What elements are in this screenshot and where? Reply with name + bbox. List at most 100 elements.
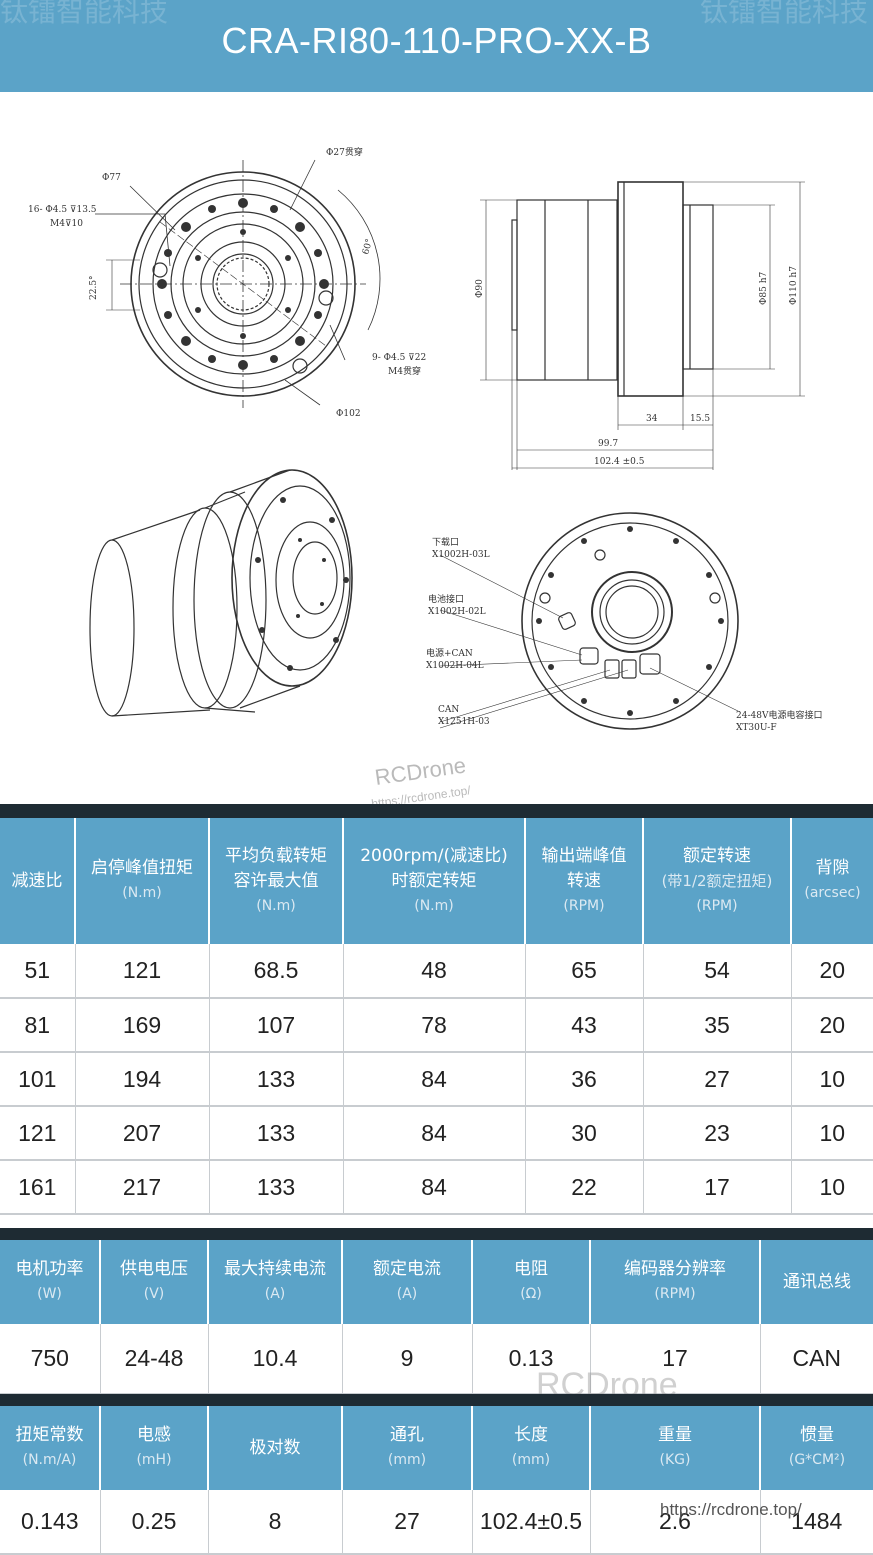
table3-header-row: 扭矩常数(N.m/A) 电感(mH) 极对数 通孔(mm) 长度(mm) 重量(… [0,1406,873,1490]
cell: 36 [525,1052,644,1107]
side-view [480,181,805,470]
label-holes16b: M4⊽10 [50,219,83,229]
label-holes9b: M4贯穿 [388,365,421,377]
t2-col-voltage: 供电电压(V) [100,1240,209,1324]
divider-2 [0,1228,873,1240]
spec-table-motor: 电机功率(W) 供电电压(V) 最大持续电流(A) 额定电流(A) 电阻(Ω) … [0,1240,873,1395]
cell: 35 [643,998,792,1053]
drawing-svg: Φ27贯穿 Φ77 16- Φ4.5 ⊽13.5 M4⊽10 22.5° 60°… [28,146,822,804]
label-dim155: 15.5 [690,414,710,424]
header-watermark-left: 钛镭智能科技 [0,0,169,28]
t1-col-peak-torque: 启停峰值扭矩(N.m) [75,818,210,944]
cell: 9 [342,1324,473,1395]
cell: 20 [791,998,873,1053]
cell: 84 [343,1160,526,1215]
cell: 48 [343,944,526,999]
t1-col-avg-torque: 平均负载转矩容许最大值(N.m) [209,818,344,944]
cell: 107 [209,998,344,1053]
cell: 27 [342,1490,473,1555]
t2-col-max-current: 最大持续电流(A) [208,1240,343,1324]
t2-col-power: 电机功率(W) [0,1240,101,1324]
iso-view [89,469,353,717]
cell: 133 [209,1160,344,1215]
drawing-watermark: RCDrone [373,752,467,790]
cell: 10 [791,1160,873,1215]
t3-col-weight: 重量(KG) [590,1406,761,1490]
t1-col-peak-speed: 输出端峰值转速(RPM) [525,818,644,944]
label-battery-part: X1002H-02L [428,607,486,617]
cell: 10 [791,1106,873,1161]
label-can-part: X1251H-03 [438,717,490,727]
cell: 0.143 [0,1490,101,1555]
label-download: 下载口 [432,536,459,548]
cell: 101 [0,1052,76,1107]
label-power-cap-part: XT30U-F [736,723,777,733]
cell: 24-48 [100,1324,209,1395]
t2-col-resistance: 电阻(Ω) [472,1240,591,1324]
label-power-cap: 24-48V电源电容接口 [736,709,822,721]
t1-col-ratio: 减速比 [0,818,76,944]
t2-col-encoder: 编码器分辨率(RPM) [590,1240,761,1324]
t3-col-torque-const: 扭矩常数(N.m/A) [0,1406,101,1490]
cell: 78 [343,998,526,1053]
cell: 23 [643,1106,792,1161]
cell: 68.5 [209,944,344,999]
t3-col-inductance: 电感(mH) [100,1406,209,1490]
label-holes16a: 16- Φ4.5 ⊽13.5 [28,205,97,215]
header-watermark-right: 钛镭智能科技 [700,0,869,28]
label-can: CAN [438,705,459,715]
t3-col-through-hole: 通孔(mm) [342,1406,473,1490]
cell: 27 [643,1052,792,1107]
cell: 8 [208,1490,343,1555]
label-d77: Φ77 [102,173,121,183]
cell: 194 [75,1052,210,1107]
cell: 1484 [760,1490,873,1555]
table2-header-row: 电机功率(W) 供电电压(V) 最大持续电流(A) 额定电流(A) 电阻(Ω) … [0,1240,873,1324]
divider-1 [0,804,873,818]
cell: 84 [343,1106,526,1161]
cell: 217 [75,1160,210,1215]
cell: 22 [525,1160,644,1215]
cell: 20 [791,944,873,999]
url-watermark: https://rcdrone.top/ [660,1500,802,1519]
cell: 169 [75,998,210,1053]
cell: 0.25 [100,1490,209,1555]
cell: 121 [0,1106,76,1161]
table1-header-row: 减速比 启停峰值扭矩(N.m) 平均负载转矩容许最大值(N.m) 2000rpm… [0,818,873,944]
cell: 81 [0,998,76,1053]
t1-col-rated-speed: 额定转速(带1/2额定扭矩)(RPM) [643,818,792,944]
cell: 133 [209,1052,344,1107]
cell: 10.4 [208,1324,343,1395]
cell: 102.4±0.5 [472,1490,591,1555]
cell: 43 [525,998,644,1053]
t2-col-rated-current: 额定电流(A) [342,1240,473,1324]
front-view [95,159,381,408]
label-angle225: 22.5° [89,275,99,300]
label-dim34: 34 [646,414,658,424]
label-battery: 电池接口 [428,593,464,605]
cell: 51 [0,944,76,999]
spec-table-ratio: 减速比 启停峰值扭矩(N.m) 平均负载转矩容许最大值(N.m) 2000rpm… [0,818,873,1215]
cell: 54 [643,944,792,999]
label-power-can: 电源+CAN [426,647,473,659]
technical-drawing: Φ27贯穿 Φ77 16- Φ4.5 ⊽13.5 M4⊽10 22.5° 60°… [0,92,873,804]
cell: 84 [343,1052,526,1107]
t3-col-length: 长度(mm) [472,1406,591,1490]
cell: 161 [0,1160,76,1215]
spec-table-electrical: 扭矩常数(N.m/A) 电感(mH) 极对数 通孔(mm) 长度(mm) 重量(… [0,1406,873,1555]
cell: CAN [760,1324,873,1395]
cell: 750 [0,1324,101,1395]
cell: 17 [643,1160,792,1215]
t2-col-bus: 通讯总线 [760,1240,873,1324]
cell: 65 [525,944,644,999]
label-holes9a: 9- Φ4.5 ⊽22 [372,353,426,363]
label-dim1024: 102.4 ±0.5 [594,457,645,467]
cell: 0.13 [472,1324,591,1395]
t3-col-pole-pairs: 极对数 [208,1406,343,1490]
title-bar: 钛镭智能科技 钛镭智能科技 CRA-RI80-110-PRO-XX-B [0,0,873,92]
